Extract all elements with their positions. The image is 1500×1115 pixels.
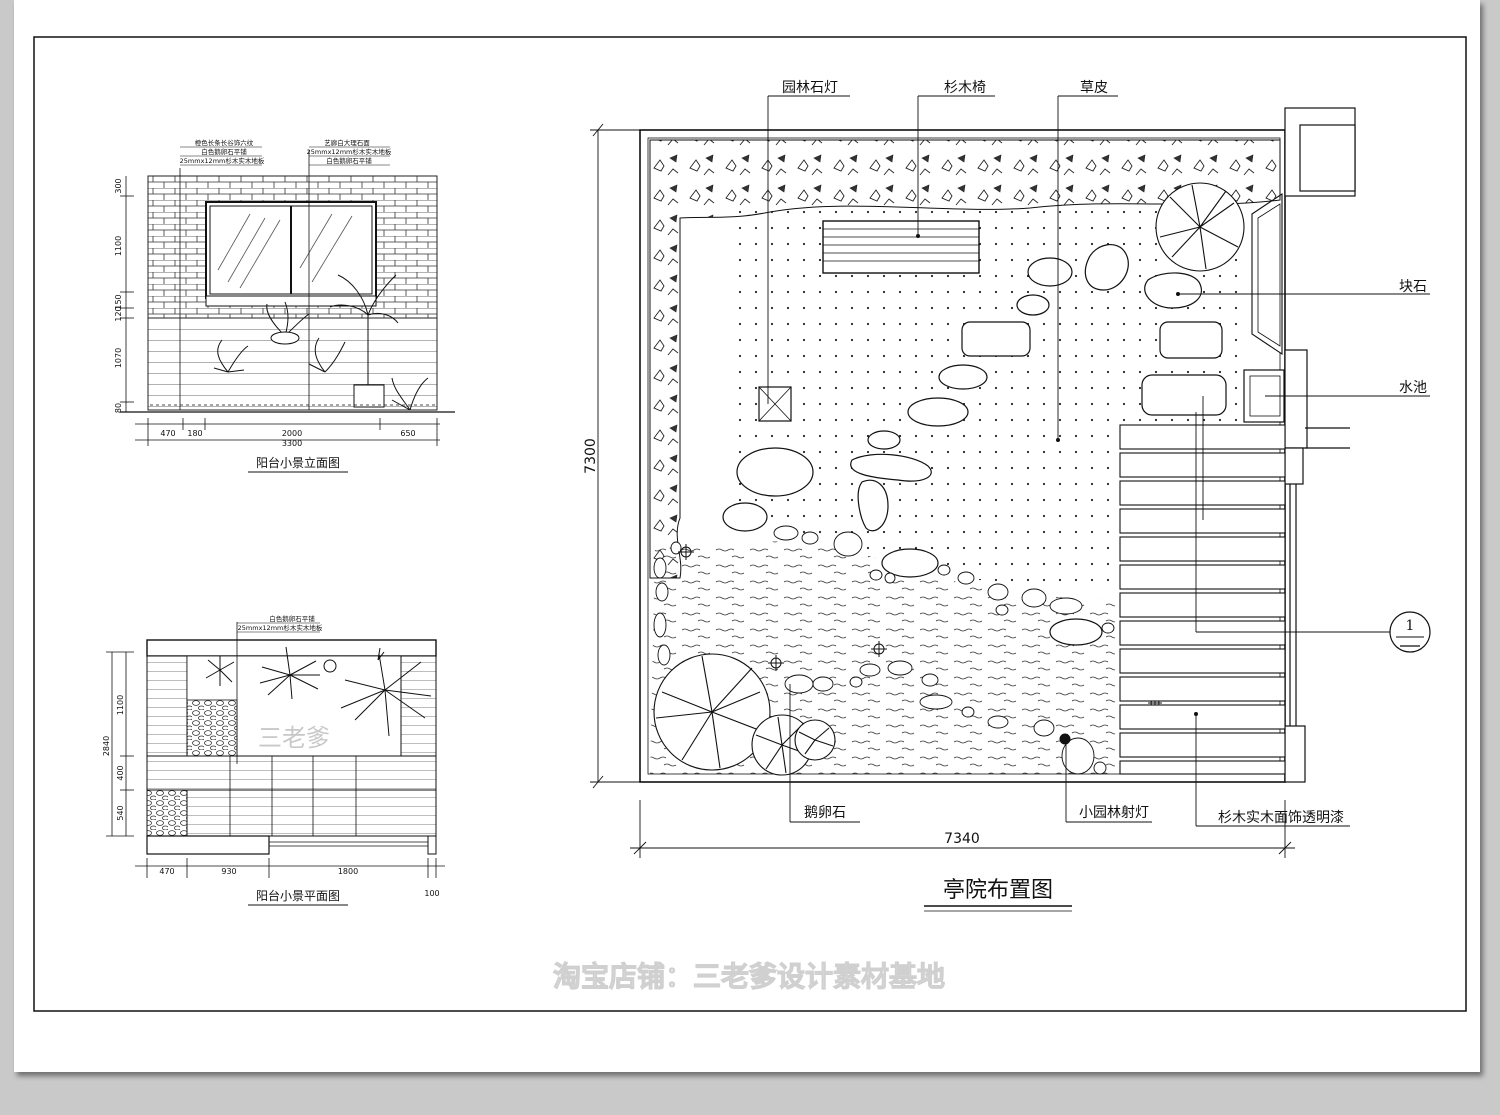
elev-note-left-2: 白色鹅卵石平铺 [201, 147, 247, 156]
elev-dim-1: 470 [160, 429, 175, 438]
plan-watermark: 三老爹 [258, 724, 330, 752]
plan-vdim-1: 1100 [116, 695, 125, 715]
label-lawn: 草皮 [1080, 80, 1108, 96]
plan-vdim-2: 400 [116, 765, 125, 780]
label-pebble: 鹅卵石 [804, 804, 846, 821]
courtyard-dim-width: 7340 [944, 831, 980, 847]
balcony-plan-title: 阳台小景平面图 [256, 888, 340, 903]
wood-wall-panel [147, 317, 438, 411]
elev-note-right-2: 25mmx12mm杉木实木地板 [307, 147, 392, 156]
plan-dim-3: 1800 [338, 867, 358, 876]
wood-deck [1119, 424, 1286, 775]
elev-vdim-3: 150 [114, 294, 123, 309]
elev-vdim-4: 120 [114, 306, 123, 321]
label-deck: 杉木实木面饰透明漆 [1218, 810, 1344, 826]
courtyard-dim-height: 7300 [583, 438, 599, 474]
balcony-elevation: 470 180 2000 650 3300 300 1100 150 120 1… [114, 138, 455, 473]
window [205, 201, 377, 307]
leader-lines [767, 95, 1430, 827]
label-stone-lamp: 园林石灯 [782, 80, 838, 96]
elev-note-left-3: 25mmx12mm杉木实木地板 [180, 156, 265, 165]
lawn-area [725, 210, 1245, 588]
elev-dim-2: 180 [187, 429, 202, 438]
plan-dim-1: 470 [159, 867, 174, 876]
wood-bench [822, 220, 980, 274]
courtyard-dimensions [590, 123, 1295, 858]
courtyard-plan: 园林石灯 杉木椅 草皮 块石 水池 鹅卵石 小园林射灯 杉木实木面饰透明漆 1 … [583, 80, 1431, 912]
elev-vdim-5: 1070 [114, 348, 123, 368]
drawing-sheet: 470 180 2000 650 3300 300 1100 150 120 1… [14, 0, 1480, 1072]
label-rock: 块石 [1399, 279, 1427, 295]
balcony-plan: 三老爹 白色鹅卵石平铺 25mmx12mm杉木实木地板 470 930 1800… [102, 614, 445, 906]
plan-plants [205, 646, 432, 737]
section-mark-number: 1 [1406, 618, 1415, 634]
label-pond: 水池 [1399, 380, 1427, 396]
plan-dim-extra: 100 [424, 889, 439, 898]
cad-drawing: 470 180 2000 650 3300 300 1100 150 120 1… [33, 36, 1467, 1012]
stone-lamp [758, 386, 792, 422]
label-bench: 杉木椅 [944, 80, 986, 96]
elev-vdim-6: 80 [114, 403, 123, 413]
stepping-stones [722, 244, 1227, 646]
elevation-plants [213, 274, 429, 411]
section-mark: 1 [1389, 611, 1431, 653]
elev-note-left-1: 橙色长条长谷饰六纹 [195, 138, 254, 147]
elev-dim-total: 3300 [282, 439, 302, 448]
plan-vdim-3: 540 [116, 805, 125, 820]
sheet-frame [33, 36, 1467, 1012]
elevation-title: 阳台小景立面图 [256, 455, 340, 470]
elev-note-right-1: 艺廊白大理石面 [324, 138, 370, 147]
footer-watermark: 淘宝店铺：三老爹设计素材基地 [553, 960, 945, 993]
trees [653, 182, 1245, 776]
label-spotlight: 小园林射灯 [1079, 805, 1149, 821]
elev-vdim-1: 300 [114, 178, 123, 193]
elev-note-right-3: 白色鹅卵石平铺 [326, 156, 372, 165]
pebbles [653, 525, 1115, 775]
bay-window [1251, 192, 1283, 356]
elev-dim-4: 650 [400, 429, 415, 438]
elev-vdim-2: 1100 [114, 236, 123, 256]
building-wall [1284, 107, 1356, 783]
plan-vdim-total: 2840 [102, 736, 111, 756]
plan-dim-2: 930 [221, 867, 236, 876]
plan-note-1: 白色鹅卵石平铺 [269, 614, 315, 623]
elev-dim-3: 2000 [282, 429, 302, 438]
courtyard-title: 亭院布置图 [943, 878, 1053, 903]
plan-note-2: 25mmx12mm杉木实木地板 [238, 623, 323, 632]
shrub-border [649, 139, 1281, 579]
